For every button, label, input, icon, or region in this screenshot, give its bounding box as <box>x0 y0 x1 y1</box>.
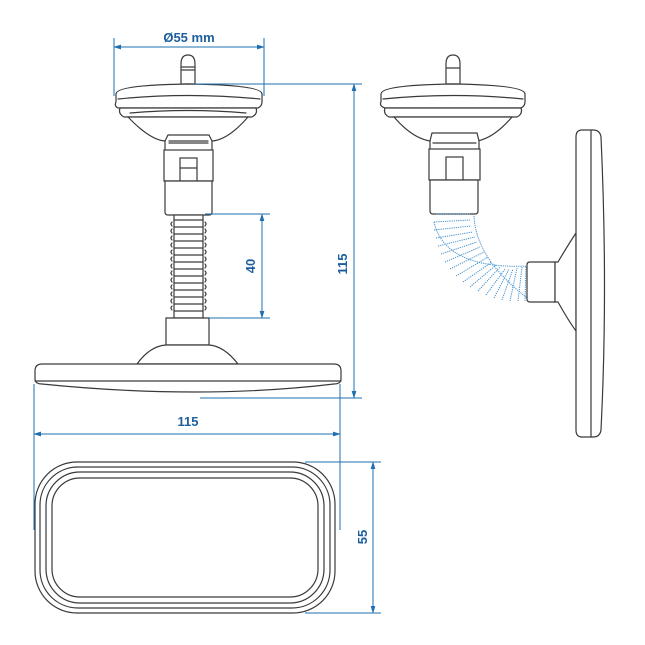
side-clamp <box>428 132 481 215</box>
dimension-mirror-height: 55 <box>305 461 381 614</box>
dimension-arm-length: 40 <box>205 213 270 319</box>
side-view <box>379 54 606 438</box>
mirror-body-front <box>34 363 342 393</box>
suction-cup-knob <box>180 54 196 85</box>
mirror-mount <box>135 317 240 365</box>
mirror-face-view <box>34 461 336 614</box>
dimension-mirror-width: 115 <box>33 384 341 530</box>
suction-cup <box>114 83 263 142</box>
front-view <box>34 54 342 393</box>
total-height-label: 115 <box>335 254 350 275</box>
clamp <box>163 134 214 216</box>
side-mirror-body <box>575 129 606 438</box>
dimension-suction-cup-diameter: Ø55 mm <box>113 30 265 96</box>
mirror-width-label: 115 <box>178 414 199 429</box>
side-suction-cup <box>379 54 526 142</box>
mirror-height-label: 55 <box>355 530 370 544</box>
side-flexible-arm-bent <box>433 213 531 302</box>
dimension-total-height: 115 <box>195 83 362 399</box>
side-mirror-mount <box>526 231 577 333</box>
suction-cup-diameter-label: Ø55 mm <box>163 30 214 45</box>
flexible-arm <box>170 214 207 319</box>
arm-length-label: 40 <box>243 259 258 273</box>
